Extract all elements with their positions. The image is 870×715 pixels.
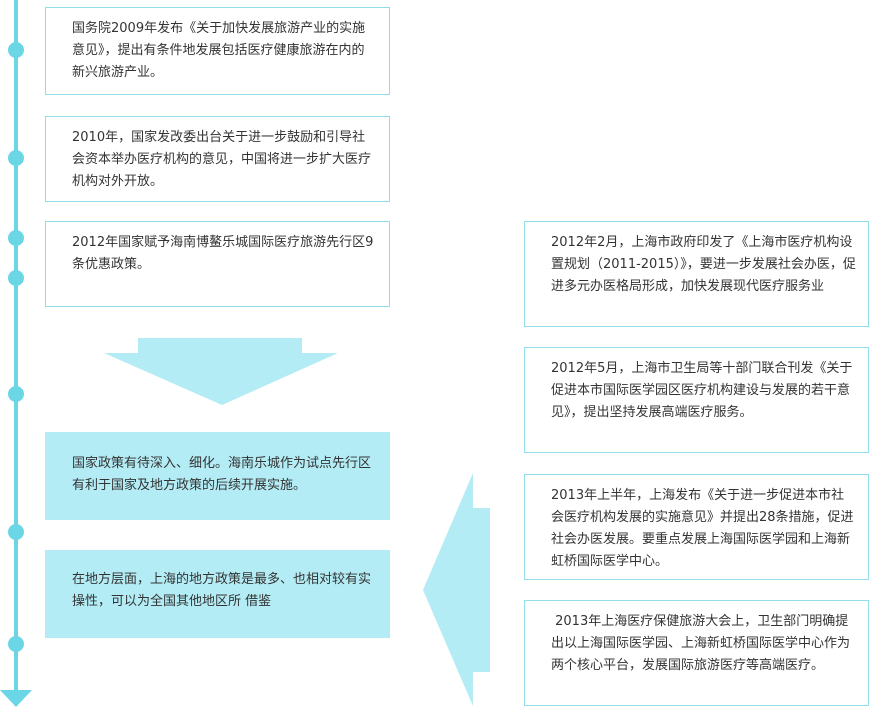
timeline-dot <box>8 270 24 286</box>
timeline-dot <box>8 230 24 246</box>
timeline-dot <box>8 150 24 166</box>
timeline-arrowhead <box>0 690 32 707</box>
conclusion-national-box: 国家政策有待深入、细化。海南乐城作为试点先行区有利于国家及地方政策的后续开展实施… <box>45 432 390 520</box>
timeline-dot <box>8 524 24 540</box>
timeline-line <box>14 0 18 692</box>
timeline-dot <box>8 386 24 402</box>
timeline-dot <box>8 636 24 652</box>
shanghai-policy-2012-may-box: 2012年5月，上海市卫生局等十部门联合刊发《关于促进本市国际医学园区医疗机构建… <box>524 347 869 453</box>
left-arrow <box>423 473 490 706</box>
shanghai-policy-2013-conference-box: 2013年上海医疗保健旅游大会上，卫生部门明确提出以上海国际医学园、上海新虹桥国… <box>524 600 869 706</box>
shanghai-policy-2012-feb-box: 2012年2月，上海市政府印发了《上海市医疗机构设置规划（2011-2015）》… <box>524 221 869 327</box>
national-policy-2010-box: 2010年，国家发改委出台关于进一步鼓励和引导社会资本举办医疗机构的意见，中国将… <box>45 116 390 202</box>
national-policy-2012-box: 2012年国家赋予海南博鳌乐城国际医疗旅游先行区9条优惠政策。 <box>45 221 390 307</box>
shanghai-policy-2013-h1-box: 2013年上半年，上海发布《关于进一步促进本市社会医疗机构发展的实施意见》并提出… <box>524 474 869 580</box>
conclusion-local-box: 在地方层面，上海的地方政策是最多、也相对较有实操性，可以为全国其他地区所 借鉴 <box>45 550 390 638</box>
timeline-dot <box>8 42 24 58</box>
national-policy-2009-box: 国务院2009年发布《关于加快发展旅游产业的实施意见》，提出有条件地发展包括医疗… <box>45 7 390 95</box>
down-arrow <box>104 338 338 405</box>
